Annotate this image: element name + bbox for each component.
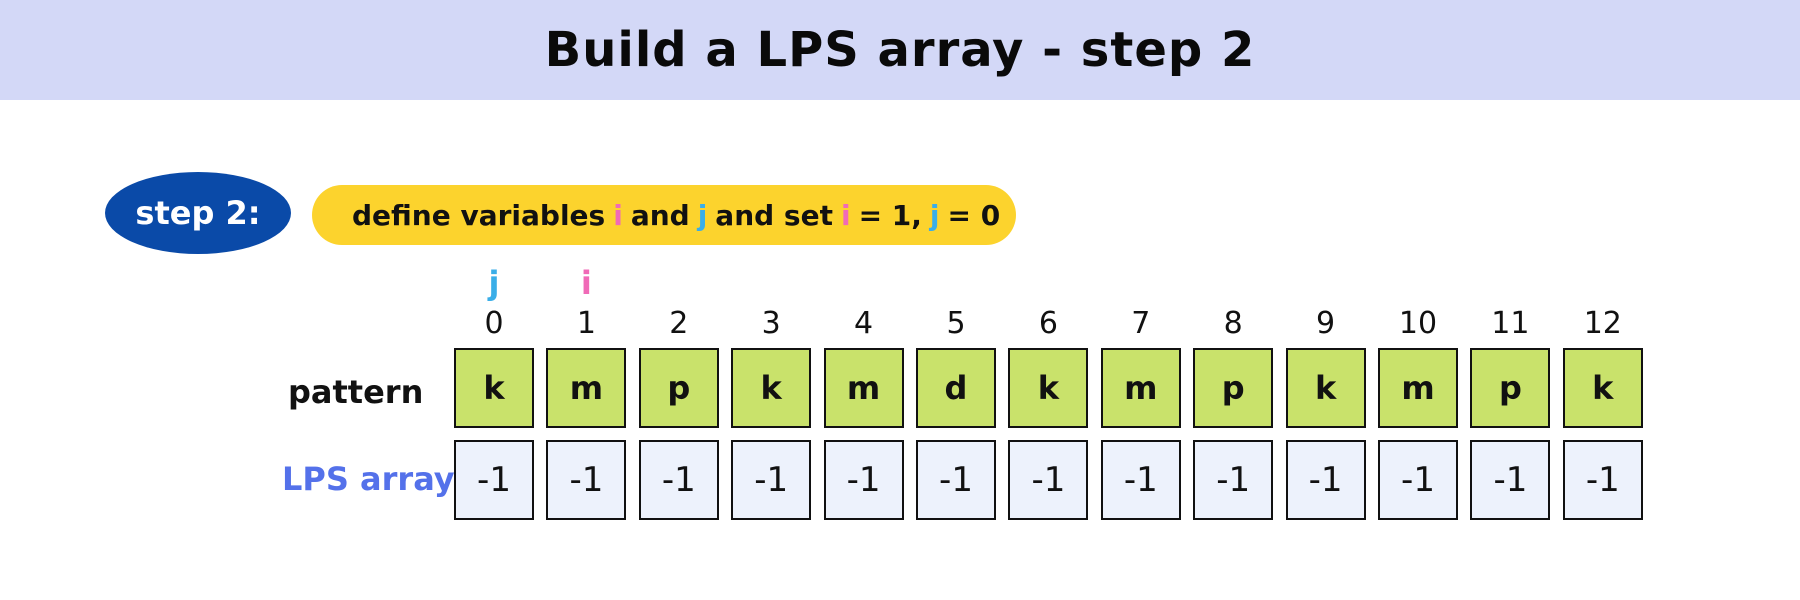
pattern-cell: k xyxy=(1562,348,1643,428)
index-label: 0 xyxy=(484,306,504,341)
index-label: 3 xyxy=(761,306,781,341)
pointer-j: j xyxy=(488,264,500,302)
index-label: 10 xyxy=(1398,306,1438,341)
header-banner: Build a LPS array - step 2 xyxy=(0,0,1800,100)
variable-i: i xyxy=(613,198,623,232)
pattern-cell: p xyxy=(1193,348,1274,428)
index-label: 9 xyxy=(1316,306,1336,341)
description-text: define variables xyxy=(352,198,606,232)
lps-cell: -1 xyxy=(1100,440,1181,520)
index-label: 11 xyxy=(1491,306,1530,341)
index-label: 5 xyxy=(946,306,966,341)
pattern-cell: d xyxy=(916,348,996,428)
pattern-cell: m xyxy=(1100,348,1181,428)
pattern-cell: k xyxy=(1285,348,1366,428)
pattern-cell: p xyxy=(1470,348,1551,428)
description-text: and xyxy=(630,198,690,232)
pattern-cell: m xyxy=(546,348,627,428)
index-label: 4 xyxy=(854,306,874,341)
lps-row-label: LPS array xyxy=(282,460,455,498)
lps-cell: -1 xyxy=(546,440,627,520)
pattern-row-label: pattern xyxy=(288,373,424,411)
lps-cell: -1 xyxy=(454,440,534,520)
index-label: 2 xyxy=(669,306,689,341)
lps-cell: -1 xyxy=(1008,440,1089,520)
variable-j: j xyxy=(697,198,708,232)
lps-cell: -1 xyxy=(1378,440,1458,520)
description-text: = 1, xyxy=(858,198,922,232)
index-label: 8 xyxy=(1223,306,1243,341)
step-badge: step 2: xyxy=(105,172,291,254)
description-text: and set xyxy=(715,198,833,232)
pattern-cell: m xyxy=(823,348,904,428)
lps-cell: -1 xyxy=(1285,440,1366,520)
pattern-cell: k xyxy=(454,348,534,428)
pattern-cell: p xyxy=(638,348,719,428)
pattern-cell: k xyxy=(1008,348,1089,428)
pattern-cell: m xyxy=(1378,348,1458,428)
description-text: = 0 xyxy=(947,198,1001,232)
page-title: Build a LPS array - step 2 xyxy=(544,22,1256,78)
index-label: 1 xyxy=(576,306,596,341)
variable-i: i xyxy=(840,198,851,232)
index-label: 12 xyxy=(1583,306,1622,341)
lps-cell: -1 xyxy=(731,440,812,520)
pattern-cell: k xyxy=(731,348,812,428)
index-label: 6 xyxy=(1038,306,1058,341)
lps-cell: -1 xyxy=(916,440,996,520)
lps-cell: -1 xyxy=(1193,440,1274,520)
variable-j: j xyxy=(929,198,940,232)
index-label: 7 xyxy=(1131,306,1151,341)
lps-cell: -1 xyxy=(1562,440,1643,520)
lps-cell: -1 xyxy=(638,440,719,520)
pointer-i: i xyxy=(580,264,592,302)
lps-cell: -1 xyxy=(823,440,904,520)
lps-cell: -1 xyxy=(1470,440,1551,520)
